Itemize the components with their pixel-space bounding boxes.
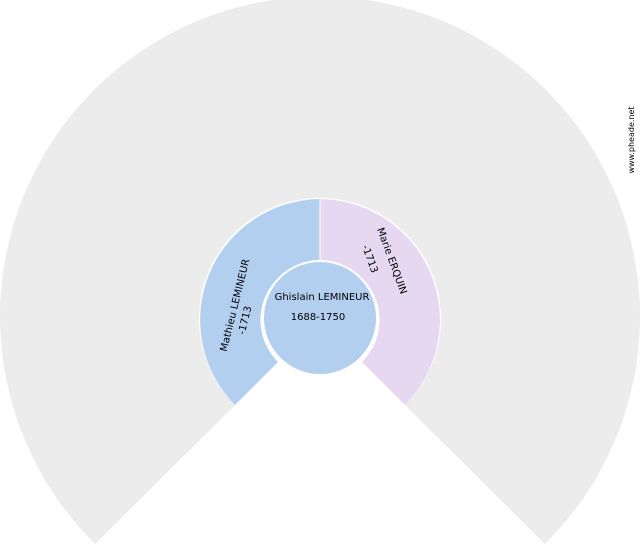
watermark-text: www.pheade.net: [627, 106, 636, 173]
root-person-name: Ghislain LEMINEUR: [275, 292, 370, 303]
root-person-circle[interactable]: [262, 260, 378, 376]
mother-sector[interactable]: [320, 199, 440, 405]
root-person-dates: 1688-1750: [291, 312, 346, 323]
father-sector[interactable]: [200, 199, 320, 405]
